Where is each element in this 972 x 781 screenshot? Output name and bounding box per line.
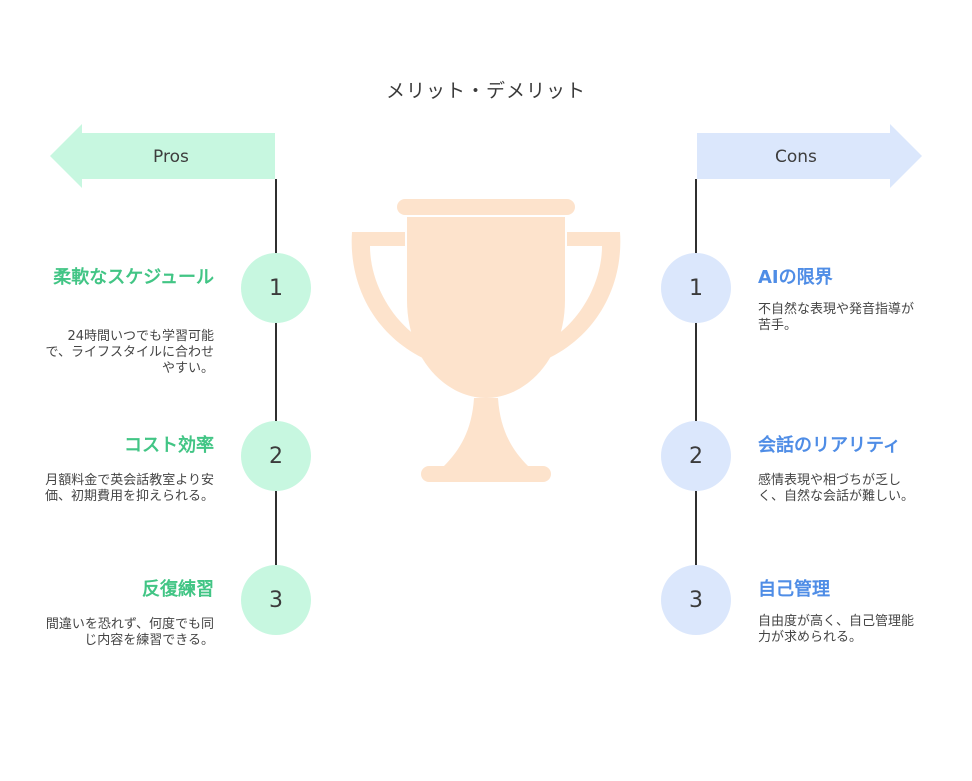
pros-item-1-title: 柔軟なスケジュール xyxy=(53,267,214,288)
trophy-icon xyxy=(351,199,621,482)
cons-arrow xyxy=(697,124,922,188)
pros-item-1-description: 24時間いつでも学習可能で、ライフスタイルに合わせやすい。 xyxy=(45,329,214,376)
cons-item-2-title: 会話のリアリティ xyxy=(758,435,901,456)
cons-item-3-number: 3 xyxy=(661,565,731,635)
cons-item-1-description: 不自然な表現や発音指導が苦手。 xyxy=(758,302,915,333)
cons-item-1-number: 1 xyxy=(661,253,731,323)
pros-item-2-description: 月額料金で英会話教室より安価、初期費用を抑えられる。 xyxy=(44,473,214,504)
cons-item-2-description: 感情表現や相づちが乏しく、自然な会話が難しい。 xyxy=(758,473,915,504)
cons-label: Cons xyxy=(775,147,817,167)
pros-arrow xyxy=(50,124,275,188)
cons-item-3-description: 自由度が高く、自己管理能力が求められる。 xyxy=(758,614,915,645)
pros-item-3-title: 反復練習 xyxy=(142,579,214,600)
pros-item-3-description: 間違いを恐れず、何度でも同じ内容を練習できる。 xyxy=(45,617,214,648)
cons-item-3-title: 自己管理 xyxy=(758,579,830,600)
cons-item-2-number: 2 xyxy=(661,421,731,491)
pros-axis-line xyxy=(275,179,277,589)
cons-item-1-title: AIの限界 xyxy=(758,267,833,288)
page-title: メリット・デメリット xyxy=(385,80,586,102)
pros-item-2-number: 2 xyxy=(241,421,311,491)
pros-item-2-title: コスト効率 xyxy=(124,435,214,456)
cons-axis-line xyxy=(695,179,697,589)
pros-item-3-number: 3 xyxy=(241,565,311,635)
pros-item-1-number: 1 xyxy=(241,253,311,323)
pros-label: Pros xyxy=(153,147,189,167)
